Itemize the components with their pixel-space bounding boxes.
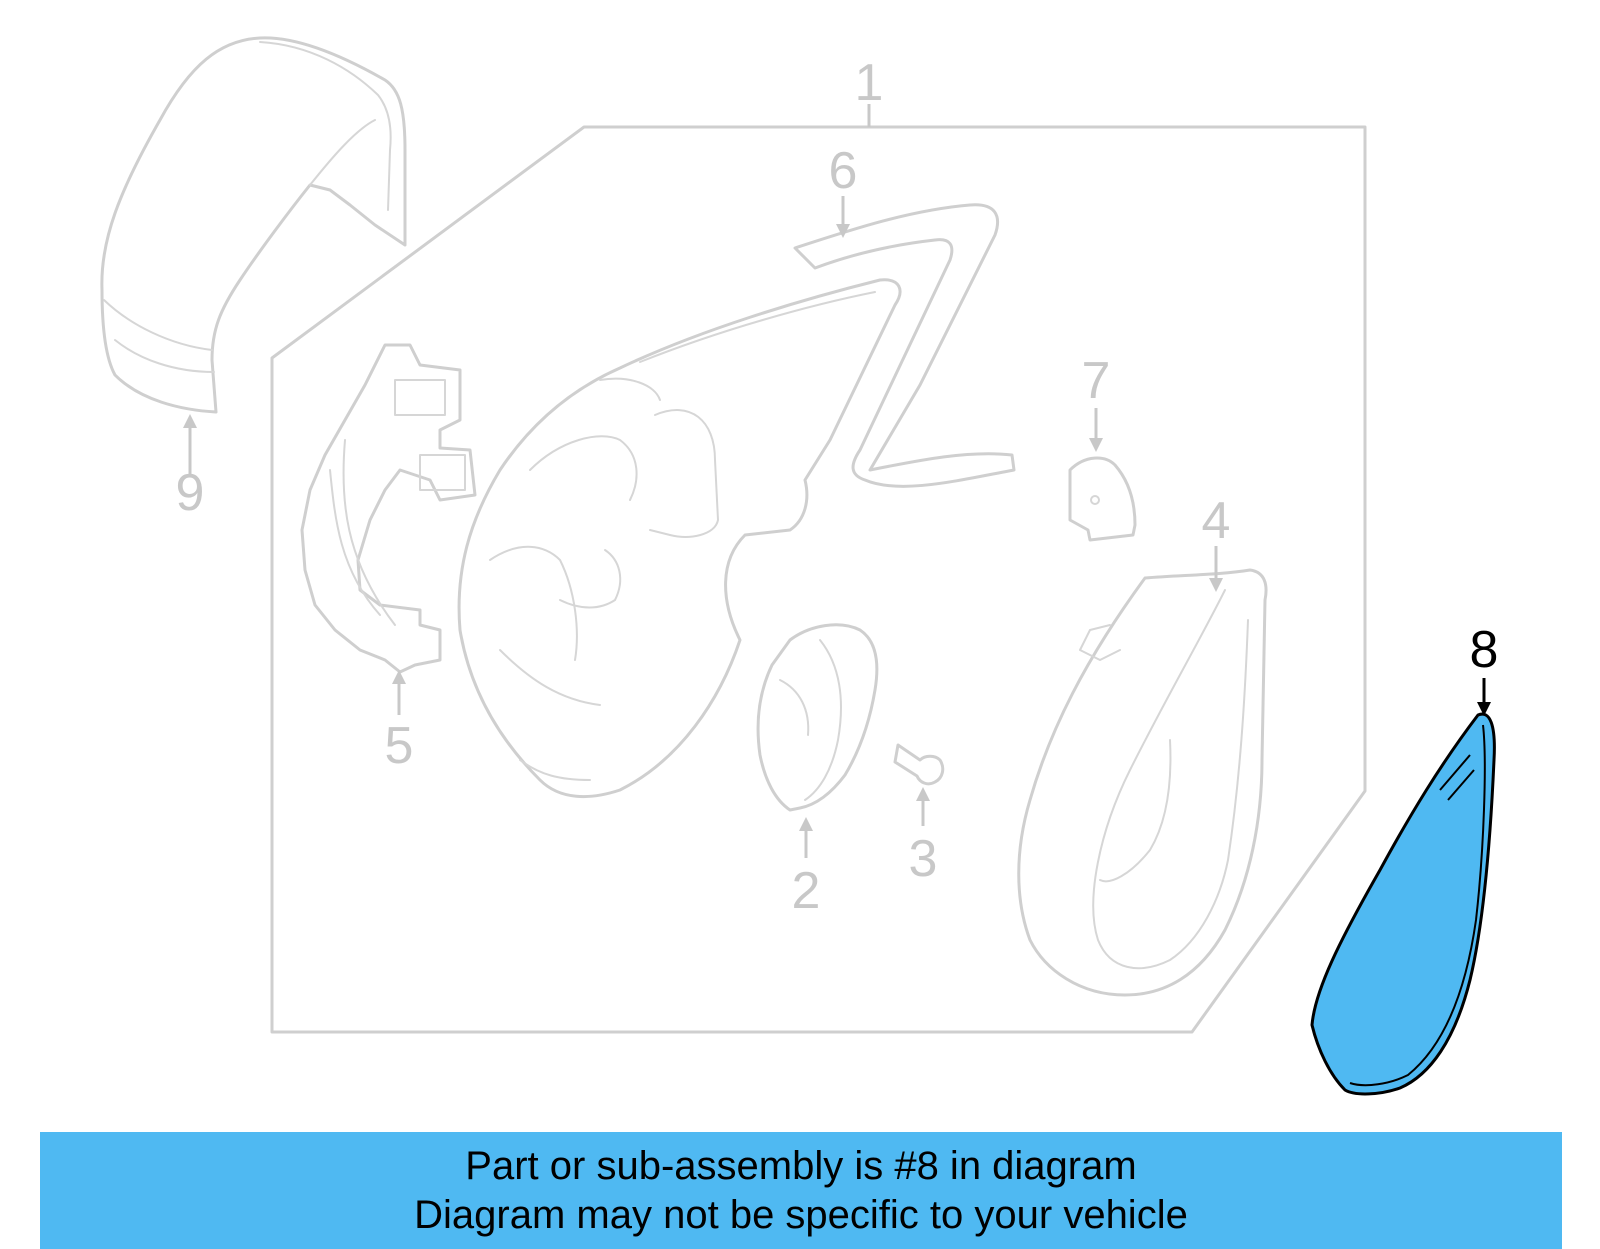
banner-line-disclaimer: Diagram may not be specific to your vehi…: [414, 1192, 1188, 1237]
banner-line-part-number: Part or sub-assembly is #8 in diagram: [465, 1143, 1137, 1188]
callout-7: 7: [1082, 352, 1111, 410]
part-8-mirror-glass: [1310, 678, 1496, 1096]
mirror-body: [457, 278, 902, 799]
part-9-mirror-cover: [100, 36, 407, 475]
part-7-clip: [1068, 408, 1137, 542]
callout-2: 2: [792, 862, 821, 920]
assembly-frame: [270, 104, 1367, 1034]
part-6-trim-gasket: [793, 196, 1016, 488]
callout-1: 1: [855, 54, 884, 112]
callout-6: 6: [829, 142, 858, 200]
callout-3: 3: [909, 830, 938, 888]
info-banner: Part or sub-assembly is #8 in diagram Di…: [40, 1132, 1562, 1249]
callout-5: 5: [385, 717, 414, 775]
callout-4: 4: [1202, 492, 1231, 550]
part-2-actuator: [756, 623, 879, 858]
callout-9: 9: [176, 464, 205, 522]
part-5-wiring-harness: [300, 343, 477, 715]
callout-8: 8: [1470, 621, 1499, 679]
part-3-screw: [893, 743, 945, 826]
part-4-mirror-housing: [1017, 546, 1268, 997]
